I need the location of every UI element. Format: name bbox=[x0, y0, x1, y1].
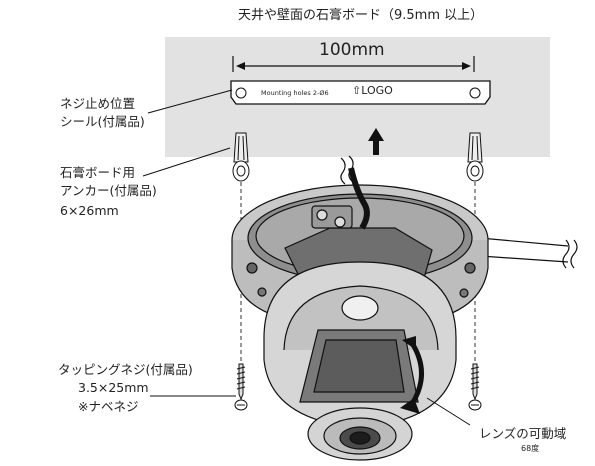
anchor-label-line3: 6×26mm bbox=[60, 203, 119, 218]
screw-label-line1: タッピングネジ(付属品) bbox=[58, 362, 193, 377]
logo-mark: ⇧LOGO bbox=[352, 84, 393, 98]
side-cable bbox=[479, 237, 578, 269]
wall-anchor-left bbox=[232, 132, 250, 182]
screw-label-line3: ※ナベネジ bbox=[78, 399, 139, 414]
screw-label-line2: 3.5×25mm bbox=[78, 380, 149, 395]
mounting-template-sticker bbox=[230, 80, 491, 105]
lens-range-label: レンズの可動域 bbox=[479, 426, 567, 441]
sticker-label-line2: シール(付属品) bbox=[60, 114, 145, 129]
anchor-label-line1: 石膏ボード用 bbox=[60, 165, 136, 180]
alignment-lines bbox=[240, 182, 476, 362]
dimension-line bbox=[232, 56, 475, 72]
leader-lines bbox=[142, 89, 471, 426]
dome-camera bbox=[231, 184, 489, 461]
top-cable bbox=[340, 155, 370, 230]
wall-anchor-right bbox=[466, 132, 484, 182]
logo-arrow-icon: ⇧ bbox=[352, 84, 362, 97]
spacing-label: 100mm bbox=[319, 40, 385, 60]
tapping-screw-left bbox=[234, 363, 248, 411]
sticker-label-line1: ネジ止め位置 bbox=[60, 96, 136, 111]
tapping-screw-right bbox=[468, 363, 482, 411]
up-arrow-icon bbox=[368, 128, 384, 155]
lens-range-degrees: 68度 bbox=[521, 444, 540, 453]
board-label: 天井や壁面の石膏ボード（9.5mm 以上） bbox=[238, 8, 484, 23]
anchor-label-line2: アンカー(付属品) bbox=[60, 183, 157, 198]
holes-text: Mounting holes 2-Ø6 bbox=[261, 89, 329, 97]
hole-marker-right bbox=[469, 87, 481, 99]
logo-text: LOGO bbox=[361, 84, 393, 97]
hole-marker-left bbox=[235, 87, 247, 99]
